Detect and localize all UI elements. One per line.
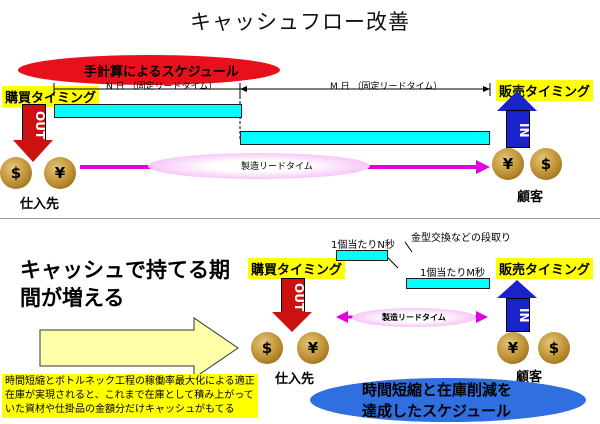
page-title: キャッシュフロー改善 [190, 10, 410, 34]
top-supplier-label: 仕入先 [20, 197, 60, 212]
top-in-arrowhead [497, 91, 537, 111]
result-line1: 時間短縮と在庫削減を [362, 381, 513, 399]
top-mfg-label: 製造リードタイム [241, 162, 313, 172]
section-divider [0, 218, 600, 219]
bottom-in-arrow [506, 298, 530, 332]
top-purchase-timing: 購買タイミング [2, 86, 100, 107]
top-customer-yen-coin: ¥ [492, 148, 524, 180]
bottom-in-arrowhead [497, 280, 537, 298]
bottom-bar-n [336, 250, 388, 261]
mold-change-label: 金型交換などの段取り [411, 233, 511, 244]
top-supplier-yen-coin: ¥ [44, 157, 76, 189]
bottom-bar-m [406, 278, 490, 289]
bottom-supplier-yen-coin: ¥ [297, 332, 329, 364]
top-mfg-ellipse [148, 153, 370, 179]
top-in-arrow [506, 110, 530, 148]
bottom-out-arrow [281, 278, 305, 314]
top-out-arrowhead [13, 140, 53, 162]
bottom-in-text: IN [517, 307, 531, 323]
top-bar-m [240, 131, 490, 145]
m-days-label: M 日 （固定リードタイム） [330, 82, 443, 92]
bottom-mfg-label: 製造リードタイム [382, 313, 446, 322]
n-days-label: N 日 （固定リードタイム） [106, 82, 218, 92]
bottom-out-text: OUT [292, 283, 306, 312]
headline-line2: 間が増える [20, 286, 125, 310]
manual-schedule-label: 手計算によるスケジュール [84, 65, 239, 80]
top-customer-label: 顧客 [517, 190, 544, 205]
per-unit-m-label: 1個当たりM秒 [420, 268, 485, 279]
top-out-text: OUT [33, 110, 47, 140]
top-bar-n [54, 104, 242, 118]
bottom-customer-yen-coin: ¥ [497, 332, 529, 364]
result-line2: 達成したスケジュール [362, 402, 511, 420]
bottom-supplier-dollar-coin: $ [251, 332, 283, 364]
bottom-purchase-timing: 購買タイミング [248, 258, 346, 279]
top-supplier-dollar-coin: $ [0, 157, 32, 189]
bottom-supplier-label: 仕入先 [275, 372, 315, 387]
manual-schedule-banner [18, 55, 280, 85]
headline-line1: キャッシュで持てる期 [20, 258, 230, 282]
per-unit-n-label: 1個当たりN秒 [331, 240, 395, 251]
bottom-customer-dollar-coin: $ [538, 332, 570, 364]
bottom-sales-timing: 販売タイミング [496, 258, 594, 279]
result-banner [310, 378, 586, 422]
top-in-text: IN [517, 122, 531, 138]
bottom-out-arrowhead [272, 312, 312, 332]
top-customer-dollar-coin: $ [530, 148, 562, 180]
top-out-arrow [22, 104, 46, 142]
explanation-note: 時間短縮とボトルネック工程の稼働率最大化による適正在庫が実現されると、これまで在… [2, 374, 258, 418]
bottom-mfg-ellipse [352, 308, 476, 327]
